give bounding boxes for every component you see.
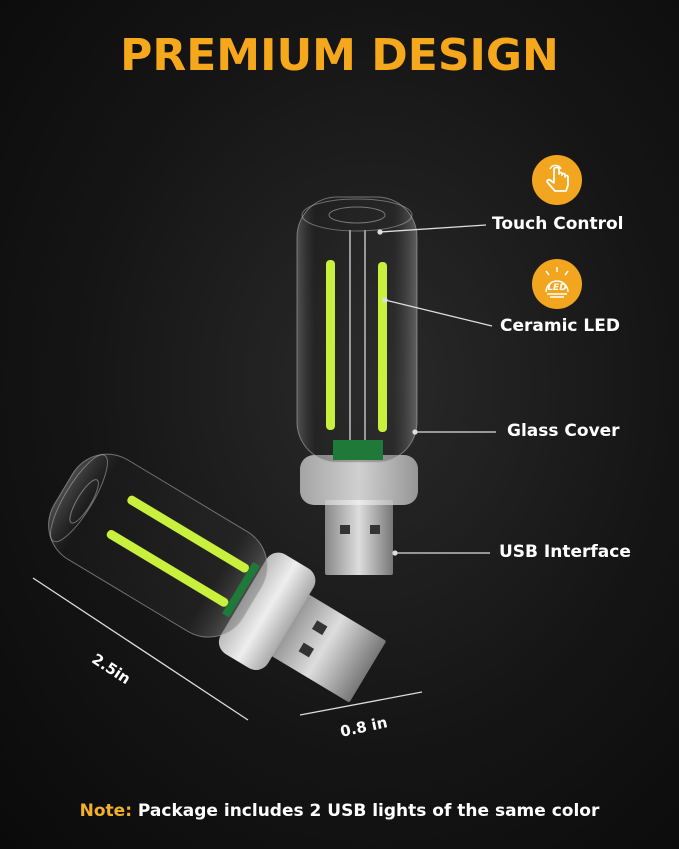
note-text: Package includes 2 USB lights of the sam… [137,801,600,821]
led-icon-text: LED [547,283,567,293]
feature-label-usb-interface: USB Interface [499,542,631,562]
led-icon: LED [532,259,582,309]
dimension-lines [32,577,423,721]
callout-lines [377,224,496,556]
feature-label-ceramic-led: Ceramic LED [500,316,620,336]
page-title: PREMIUM DESIGN [120,30,559,81]
upright-usb-light [296,196,418,575]
feature-label-touch-control: Touch Control [492,214,624,234]
feature-label-glass-cover: Glass Cover [507,421,620,441]
note-key: Note: [79,801,132,821]
touch-hand-icon [532,155,582,205]
lying-usb-light [48,453,386,702]
package-note: Note: Package includes 2 USB lights of t… [0,801,679,821]
